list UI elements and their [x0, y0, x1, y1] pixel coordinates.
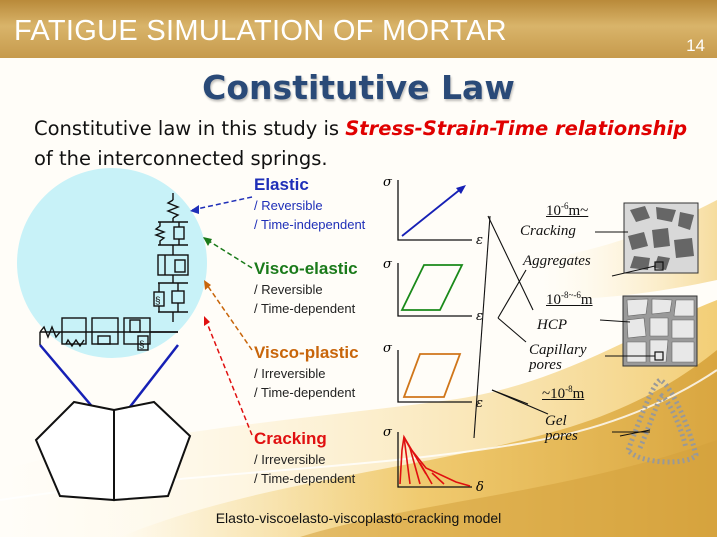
- axis-eps-3: ε: [476, 396, 483, 411]
- axis-sigma-4: σ: [383, 425, 393, 440]
- annotation-visco-plastic: Visco-plastic / Irreversible / Time-depe…: [254, 342, 359, 402]
- svg-text:§: §: [139, 340, 145, 351]
- scale-gel: ~10-8m: [542, 384, 585, 402]
- header-bar: [0, 0, 717, 58]
- aggregate-blocks: [34, 400, 192, 502]
- annotation-visco-elastic: Visco-elastic / Reversible / Time-depend…: [254, 258, 358, 318]
- annotation-title: Visco-elastic: [254, 259, 358, 278]
- axis-eps-2: ε: [476, 309, 483, 324]
- slide-header-title: FATIGUE SIMULATION OF MORTAR: [14, 15, 507, 47]
- annotation-elastic: Elastic / Reversible / Time-independent: [254, 174, 365, 234]
- label-hcp: HCP: [537, 317, 567, 333]
- scale-hcp: 10-8~-6m: [546, 290, 593, 308]
- gel-pores-image: [625, 377, 699, 465]
- axis-sigma-1: σ: [383, 175, 393, 190]
- annotation-cracking: Cracking / Irreversible / Time-dependent: [254, 428, 355, 488]
- axis-delta-4: δ: [476, 480, 484, 495]
- axis-eps-1: ε: [476, 233, 483, 248]
- label-aggregates: Aggregates: [523, 253, 591, 269]
- annotation-line: / Reversible: [254, 282, 323, 297]
- annotation-line: / Time-dependent: [254, 385, 356, 400]
- main-title: Constitutive Law: [202, 68, 515, 107]
- annotation-title: Visco-plastic: [254, 343, 359, 362]
- svg-text:§: §: [155, 296, 161, 307]
- annotation-line: / Irreversible: [254, 366, 326, 381]
- annotation-title: Cracking: [254, 429, 327, 448]
- axis-sigma-2: σ: [383, 257, 393, 272]
- intro-part2: of the interconnected springs.: [34, 147, 328, 170]
- annotation-line: / Irreversible: [254, 452, 326, 467]
- page-number: 14: [686, 36, 705, 55]
- annotation-line: / Time-dependent: [254, 471, 356, 486]
- annotation-line: / Reversible: [254, 198, 323, 213]
- scale-aggregates: 10-6m~: [546, 201, 589, 219]
- annotation-line: / Time-dependent: [254, 301, 356, 316]
- annotation-line: / Time-independent: [254, 217, 366, 232]
- intro-text: Constitutive law in this study is Stress…: [34, 114, 694, 174]
- axis-sigma-3: σ: [383, 341, 393, 356]
- intro-part1: Constitutive law in this study is: [34, 117, 346, 140]
- spring-model: § §: [39, 193, 189, 351]
- label-cracking: Cracking: [520, 223, 576, 239]
- figure-caption: Elasto-viscoelasto-viscoplasto-cracking …: [215, 510, 502, 526]
- intro-highlight: Stress-Strain-Time relationship: [345, 117, 688, 140]
- annotation-title: Elastic: [254, 175, 309, 194]
